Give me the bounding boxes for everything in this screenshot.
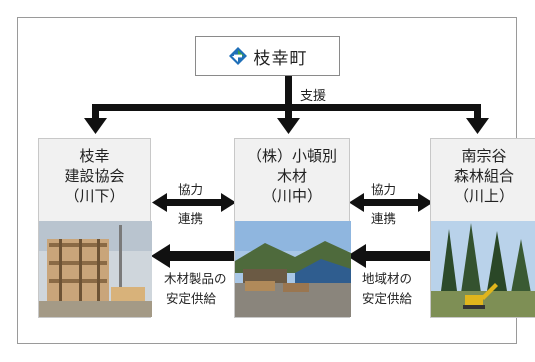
supply-right-label-2: 安定供給 [362, 291, 413, 306]
lumber-yard-photo [235, 221, 351, 317]
coop-left-label-2: 連携 [178, 211, 204, 226]
org-name-line: （川中） [261, 187, 322, 205]
town-box: 枝幸町 [195, 36, 340, 76]
org-name-line: 枝幸 [79, 147, 110, 165]
support-label: 支援 [300, 89, 327, 104]
arrow-down-center [277, 118, 300, 134]
supply-right-label-1: 地域材の [362, 271, 413, 286]
coop-right-arrow-west [349, 193, 364, 212]
coop-left-label-1: 協力 [178, 182, 204, 197]
org-name-line: 木材 [276, 167, 307, 185]
org-upstream: 南宗谷 森林組合 （川上） [430, 138, 535, 318]
support-stem [285, 76, 292, 108]
arrow-down-right [466, 118, 489, 134]
org-name-line: （川上） [453, 187, 514, 205]
coop-left-arrow-west [152, 193, 167, 212]
org-name-line: （株）小頓別 [246, 147, 337, 165]
coop-right-label-2: 連携 [371, 211, 397, 226]
org-name-line: 森林組合 [453, 167, 514, 185]
supply-right-arrow [347, 244, 366, 268]
forest-photo [431, 221, 535, 317]
org-downstream: 枝幸 建設協会 （川下） [38, 138, 152, 318]
construction-photo [39, 221, 152, 317]
supply-left-arrow [151, 244, 170, 268]
coop-left-arrow-east [221, 193, 236, 212]
town-label: 枝幸町 [253, 48, 308, 69]
org-name-line: （川下） [64, 187, 125, 205]
coop-right-arrow-east [418, 193, 433, 212]
arrow-down-left [84, 118, 107, 134]
org-midstream: （株）小頓別 木材 （川中） [234, 138, 351, 318]
org-name-line: 建設協会 [64, 167, 125, 185]
supply-left-label-1: 木材製品の [164, 271, 227, 286]
org-name-line: 南宗谷 [461, 147, 507, 165]
town-emblem-icon [228, 47, 247, 65]
coop-right-label-1: 協力 [371, 182, 397, 197]
supply-left-label-2: 安定供給 [166, 291, 217, 306]
